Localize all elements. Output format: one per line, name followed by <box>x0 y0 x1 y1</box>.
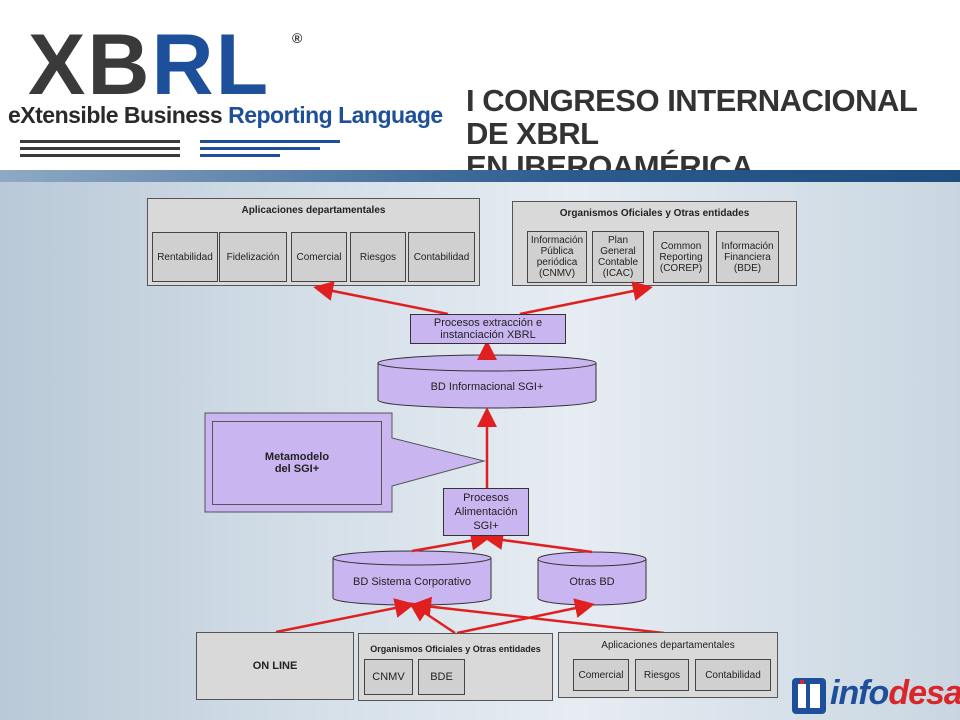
app-rentabilidad: Rentabilidad <box>152 232 218 282</box>
logo-stripes-icon <box>20 140 340 157</box>
bd-informacional-label: BD Informacional SGI+ <box>430 381 544 393</box>
app-riesgos: Riesgos <box>350 232 406 282</box>
arrow-otras-to-alimentacion <box>483 530 593 554</box>
arrow-extraccion-to-apps <box>313 281 449 316</box>
header-band <box>0 170 960 182</box>
app-comercial: Comercial <box>291 232 347 282</box>
infodesa-symbol-icon <box>792 678 826 714</box>
otras-bd-cylinder <box>537 551 647 606</box>
bd-sistema-cylinder <box>332 550 492 606</box>
registered-mark: ® <box>292 30 303 46</box>
panel-title: Organismos Oficiales y Otras entidades <box>370 644 541 654</box>
xbrl-logo: XBRL <box>28 17 271 113</box>
arrow-sistema-to-alimentacion <box>411 530 491 553</box>
online-box: ON LINE <box>196 632 354 700</box>
xbrl-tagline: eXtensible Business Reporting Language <box>8 102 443 128</box>
congress-title: I CONGRESO INTERNACIONAL DE XBRL EN IBER… <box>466 84 960 183</box>
org-cnmv: CNMV <box>364 659 413 695</box>
header: XBRL ® eXtensible Business Reporting Lan… <box>0 0 960 183</box>
panel-title: Aplicaciones departamentales <box>601 640 735 651</box>
bd-informacional-cylinder <box>377 354 597 409</box>
arrow-apps-to-sistema <box>411 596 665 635</box>
org-bde: BDE <box>418 659 465 695</box>
app-contabilidad: Contabilidad <box>408 232 475 282</box>
infodesa-logo: infodesa <box>830 674 960 712</box>
bd-sistema-label: BD Sistema Corporativo <box>353 576 471 588</box>
arrow-extraccion-to-organismos <box>519 281 653 316</box>
title-line-1: I CONGRESO INTERNACIONAL DE XBRL <box>466 83 917 151</box>
arrow-online-to-sistema <box>275 598 415 634</box>
otras-bd-label: Otras BD <box>569 576 615 588</box>
app-fidelizacion: Fidelización <box>219 232 287 282</box>
arrow-organismos-to-otras <box>456 598 595 635</box>
app-comercial-bottom: Comercial <box>573 659 629 691</box>
panel-title: Aplicaciones departamentales <box>241 205 386 216</box>
panel-title: Organismos Oficiales y Otras entidades <box>559 208 750 219</box>
app-riesgos-bottom: Riesgos <box>635 659 689 691</box>
app-contabilidad-bottom: Contabilidad <box>695 659 771 691</box>
